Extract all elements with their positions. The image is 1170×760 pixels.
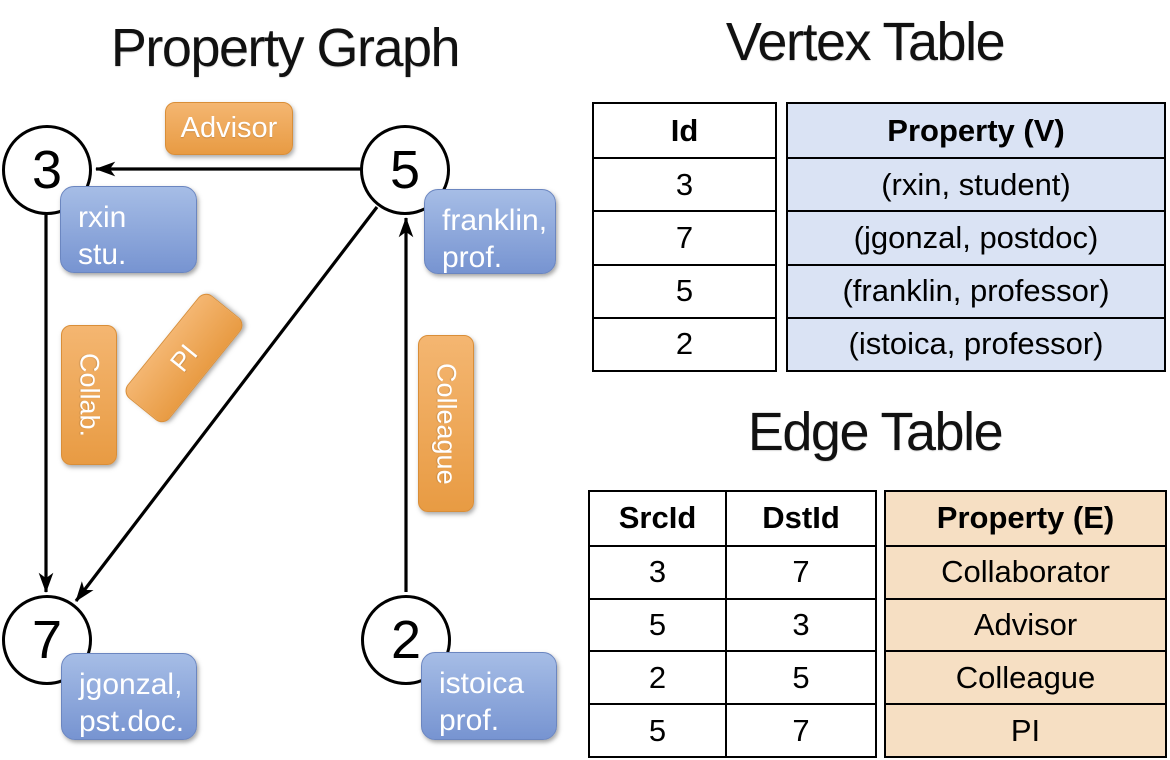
vertex-id-label: 7	[31, 610, 63, 670]
edge-table-dst-cell: 5	[725, 650, 875, 704]
vertex-table-property-cell: (franklin, professor)	[788, 263, 1164, 317]
vertex-card-istoica: istoica prof.	[421, 652, 557, 740]
edge-label-colleague: Colleague	[418, 335, 474, 512]
vertex-table-property-cell: (rxin, student)	[788, 157, 1164, 210]
vertex-table-title: Vertex Table	[725, 12, 1006, 72]
vertex-table-id-cell: 5	[594, 263, 775, 317]
edge-table-src-cell: 3	[590, 544, 725, 598]
vertex-card-line: franklin,	[442, 204, 548, 237]
vertex-card-jgonzal: jgonzal, pst.doc.	[61, 653, 197, 740]
edge-label-text: PI	[163, 338, 204, 378]
edge-table-src-cell: 2	[590, 650, 725, 703]
vertex-table-id-cell: 7	[594, 210, 775, 263]
edge-label-text: Advisor	[180, 112, 278, 144]
vertex-card-rxin: rxin stu.	[60, 186, 197, 273]
edge-table-dst-cell: 7	[725, 703, 875, 756]
edge-table-src-cell: 5	[590, 597, 725, 651]
vertex-node-2: 2	[361, 595, 451, 685]
vertex-card-line: jgonzal,	[79, 668, 183, 701]
vertex-table-id-cell: 2	[594, 316, 775, 370]
vertex-card-line: prof.	[442, 241, 503, 274]
edge-table-src-cell: 5	[590, 703, 725, 756]
property-graph-title: Property Graph	[110, 18, 461, 78]
edge-table-dst-header: DstId	[725, 492, 875, 545]
edge-table-id-columns: SrcId DstId 3 7 5 3 2 5 5 7	[588, 490, 877, 758]
edge-table-dst-cell: 7	[725, 544, 875, 598]
vertex-table-id-header: Id	[670, 112, 699, 148]
vertex-id-label: 5	[389, 140, 421, 200]
edge-table-property-cell: PI	[886, 703, 1165, 756]
vertex-table-property-cell: (jgonzal, postdoc)	[788, 210, 1164, 263]
edge-label-text: Collab.	[74, 352, 105, 438]
vertex-node-5: 5	[360, 125, 450, 215]
edge-table-dst-cell: 3	[725, 597, 875, 651]
edge-table-property-cell: Colleague	[886, 650, 1165, 703]
vertex-id-label: 3	[31, 140, 63, 200]
vertex-card-line: pst.doc.	[79, 705, 185, 738]
vertex-card-franklin: franklin, prof.	[424, 189, 556, 274]
edge-table-property-header: Property (E)	[936, 500, 1115, 536]
edge-label-text: Colleague	[431, 362, 462, 485]
vertex-id-label: 2	[390, 610, 422, 670]
vertex-card-line: stu.	[78, 238, 127, 271]
vertex-table-property-header: Property (V)	[887, 112, 1065, 148]
vertex-card-line: rxin	[78, 201, 127, 234]
edge-table-property-column: Property (E) Collaborator Advisor Collea…	[884, 490, 1167, 758]
edge-label-advisor: Advisor	[165, 102, 293, 155]
edge-table-property-cell: Advisor	[886, 597, 1165, 651]
graph-edges	[38, 161, 414, 602]
vertex-table-property-column: Property (V) (rxin, student) (jgonzal, p…	[786, 102, 1166, 372]
vertex-card-line: istoica	[439, 667, 525, 700]
vertex-table-id-cell: 3	[594, 157, 775, 210]
vertex-table-id-column: Id 3 7 5 2	[592, 102, 777, 372]
vertex-card-line: prof.	[439, 704, 500, 737]
edge-label-collab: Collab.	[61, 325, 117, 465]
edge-pi-5-to-7	[74, 206, 379, 602]
edge-table-title: Edge Table	[747, 402, 1004, 462]
vertex-table-property-cell: (istoica, professor)	[788, 316, 1164, 370]
edge-table-src-header: SrcId	[618, 500, 697, 536]
edge-table-property-cell: Collaborator	[886, 544, 1165, 598]
